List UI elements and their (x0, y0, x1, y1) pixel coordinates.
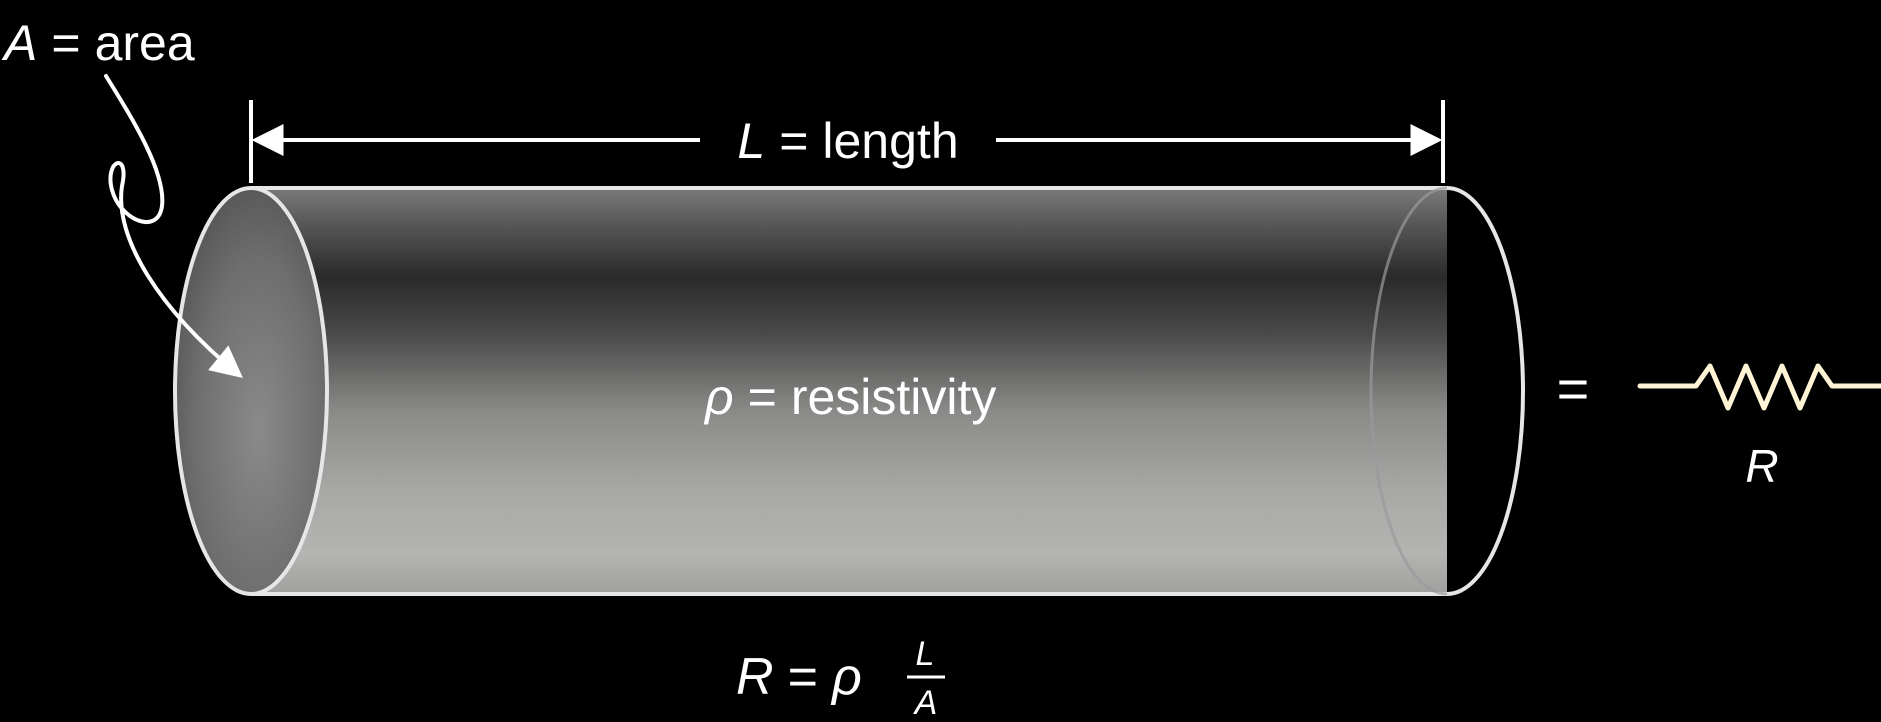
equivalence-sign: = (1557, 357, 1590, 420)
cross-section-face (173, 186, 329, 596)
cylinder-body (251, 188, 1447, 594)
area-label: A=area (1, 15, 195, 71)
formula-lhs: R=ρ (736, 648, 862, 706)
cylinder-right-end-hidden (1369, 186, 1448, 596)
resistivity-label: ρ=resistivity (703, 369, 996, 425)
resistance-formula: R=ρ L A (736, 635, 945, 722)
length-label: L=length (737, 113, 958, 169)
formula-denominator: A (913, 684, 938, 722)
area-pointer-arrow (104, 74, 243, 379)
formula-numerator: L (916, 635, 935, 673)
cylinder-right-end (1446, 186, 1525, 596)
resistor-label: R (1745, 440, 1778, 492)
resistor-symbol (1637, 363, 1881, 411)
